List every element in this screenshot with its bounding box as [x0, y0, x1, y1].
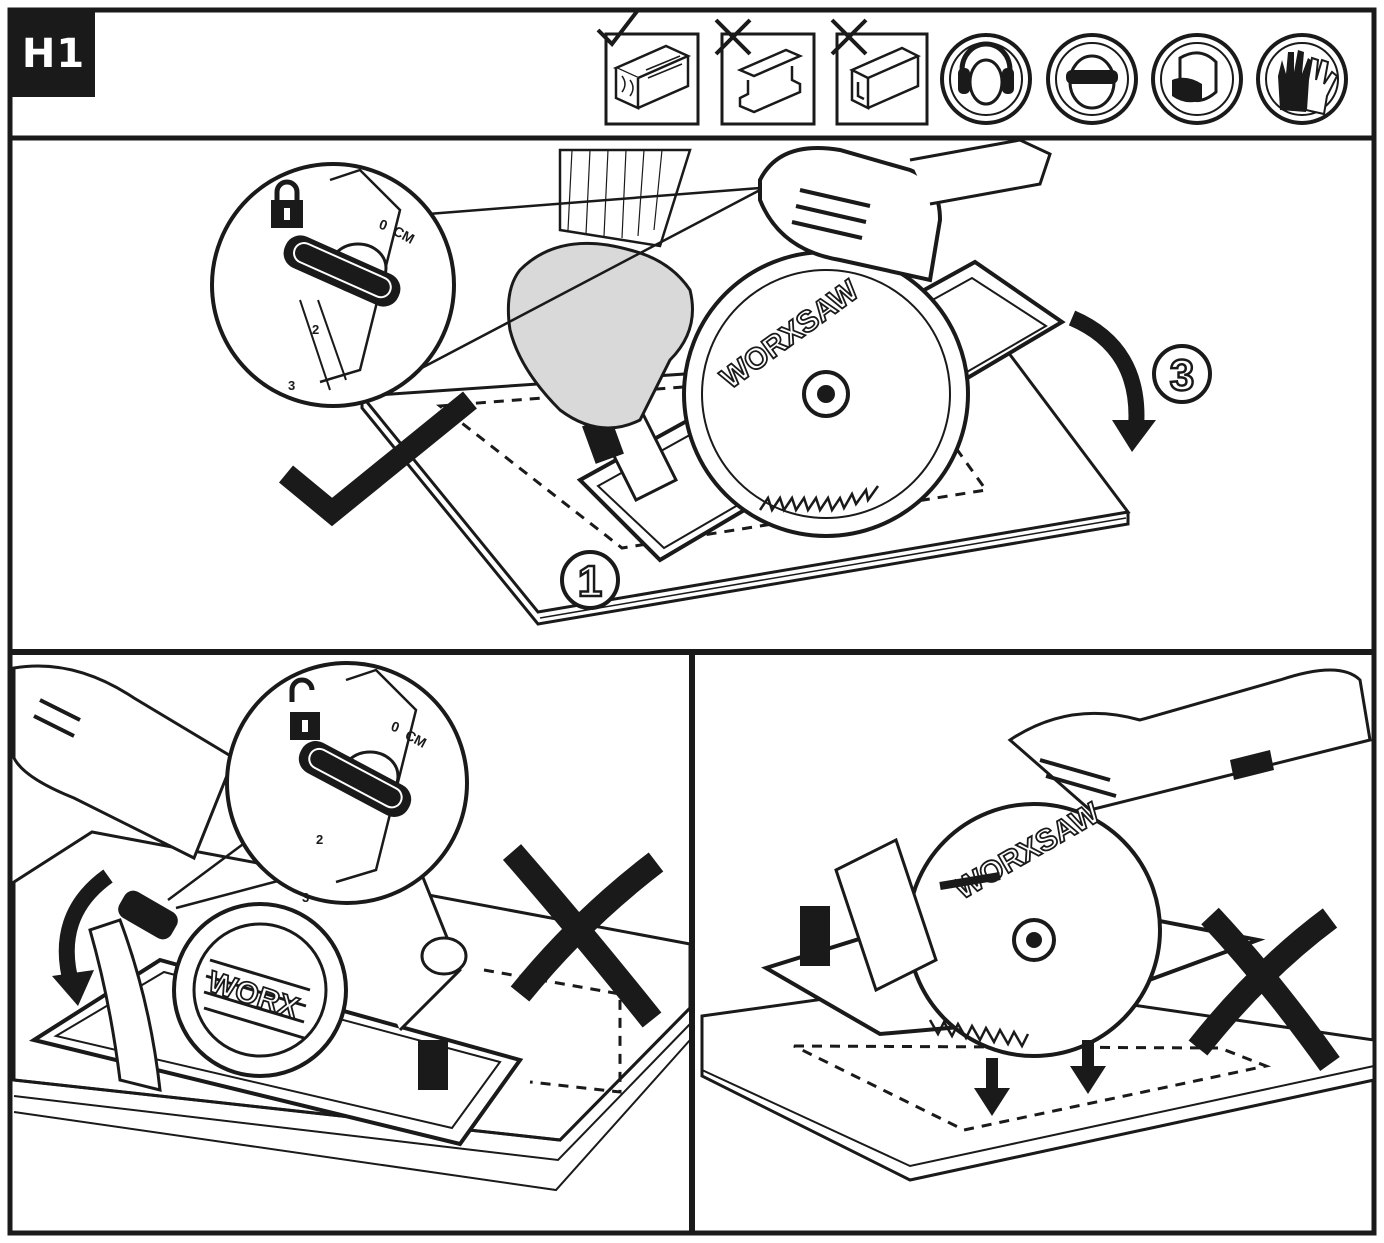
callout-3-label: 3: [1170, 351, 1194, 400]
dust-mask-icon: [1151, 33, 1243, 125]
wood-allowed-icon: [596, 8, 700, 126]
top-panel: WORXSAW 0 CM 2 3 3: [210, 138, 1212, 626]
bottom-left-panel: WORX 0 CM 2 3: [12, 661, 692, 1192]
cross-mark-icon-left: [502, 844, 664, 1028]
depth-lever-locked: [283, 235, 401, 307]
check-mark-icon: [278, 391, 477, 527]
callout-3-badge: [1152, 344, 1212, 404]
padlock-closed-icon: [271, 179, 303, 228]
saw-blade: [682, 250, 970, 538]
curved-arrow-icon: [58, 869, 113, 989]
scale-tick-3: 3: [288, 378, 295, 393]
depth-lock-knob-left: [118, 890, 178, 940]
scale-tick-2-left: 2: [316, 832, 323, 847]
downward-arrow-icon: [1068, 310, 1145, 429]
cross-mark-icon-right: [1188, 907, 1340, 1071]
callout-1-label: 1: [578, 557, 602, 606]
metal-profile-not-allowed-icon: [714, 18, 816, 126]
padlock-open-icon: [289, 677, 320, 740]
depth-lock-knob-right: [800, 906, 830, 966]
channel-profile-not-allowed-icon: [830, 18, 929, 126]
eye-protection-icon: [1046, 33, 1138, 125]
ear-protection-icon: [940, 33, 1032, 125]
motor-housing-left: [172, 902, 348, 1078]
scale-tick-2: 2: [312, 322, 319, 337]
bottom-right-panel: WORXSAW: [700, 668, 1376, 1182]
gloves-icon: [1256, 33, 1348, 125]
step-id-badge: H1: [12, 11, 95, 97]
scale-tick-3-left: 3: [302, 890, 309, 905]
callout-1-badge: [560, 550, 620, 610]
downward-arrows-icon: [974, 1040, 1106, 1116]
hand-glove: [506, 241, 694, 430]
depth-lever-unlocked: [298, 740, 412, 818]
